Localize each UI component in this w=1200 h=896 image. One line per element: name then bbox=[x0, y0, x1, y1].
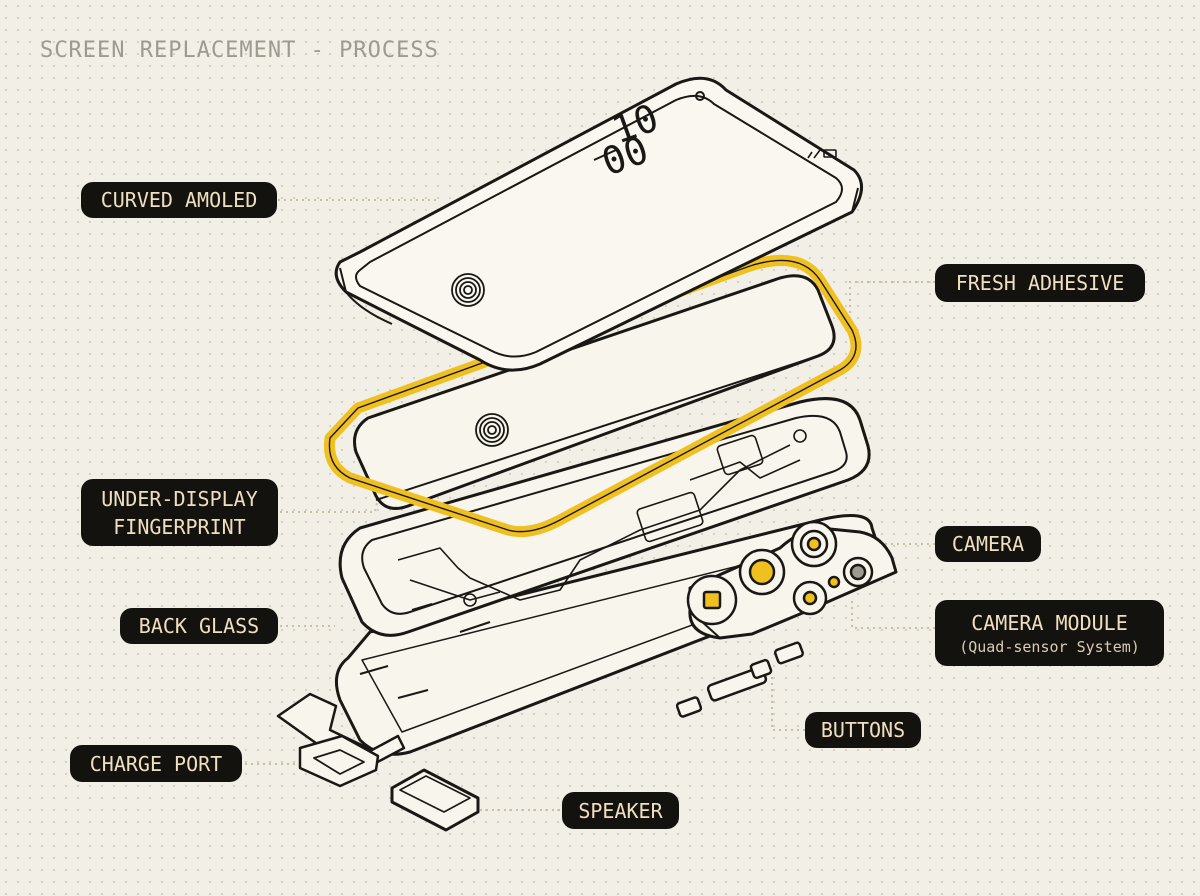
front-camera-icon bbox=[695, 91, 705, 101]
label-buttons-text: BUTTONS bbox=[820, 718, 906, 742]
label-fresh-adhesive: FRESH ADHESIVE bbox=[935, 264, 1145, 302]
camera-lenses bbox=[686, 520, 874, 626]
label-back-glass-text: BACK GLASS bbox=[138, 614, 260, 638]
leader-lines bbox=[245, 199, 935, 811]
label-charge-port-text: CHARGE PORT bbox=[89, 751, 223, 776]
fingerprint-sensor-layer bbox=[353, 274, 836, 510]
label-under-display-line2: FINGERPRINT bbox=[113, 514, 246, 539]
label-curved-amoled-text: CURVED AMOLED bbox=[100, 188, 258, 212]
fingerprint-icon-lower bbox=[475, 413, 509, 447]
charge-port-flex bbox=[276, 692, 406, 788]
side-buttons bbox=[675, 641, 805, 718]
label-camera-module-text: CAMERA MODULE bbox=[971, 611, 1128, 635]
diagram-title: SCREEN REPLACEMENT - PROCESS bbox=[40, 38, 439, 63]
label-camera-module: CAMERA MODULE (Quad-sensor System) bbox=[935, 600, 1164, 666]
clock-divider bbox=[593, 149, 617, 161]
label-speaker: SPEAKER bbox=[562, 792, 679, 829]
fingerprint-icon-upper bbox=[451, 273, 485, 307]
midframe bbox=[338, 397, 871, 637]
label-charge-port: CHARGE PORT bbox=[70, 745, 242, 782]
label-fresh-adhesive-text: FRESH ADHESIVE bbox=[955, 271, 1125, 295]
label-speaker-text: SPEAKER bbox=[578, 798, 663, 823]
status-bar-icons bbox=[807, 149, 837, 159]
label-under-display-fingerprint: UNDER-DISPLAY FINGERPRINT bbox=[81, 479, 278, 546]
label-camera-text: CAMERA bbox=[951, 532, 1025, 556]
label-under-display-line1: UNDER-DISPLAY bbox=[101, 486, 258, 511]
speaker-unit bbox=[390, 768, 480, 832]
label-back-glass: BACK GLASS bbox=[120, 608, 278, 644]
label-buttons: BUTTONS bbox=[805, 712, 921, 748]
adhesive-outline bbox=[328, 259, 857, 533]
label-camera-module-sub: (Quad-sensor System) bbox=[959, 638, 1140, 656]
label-camera: CAMERA bbox=[935, 526, 1041, 562]
label-curved-amoled: CURVED AMOLED bbox=[81, 182, 277, 218]
